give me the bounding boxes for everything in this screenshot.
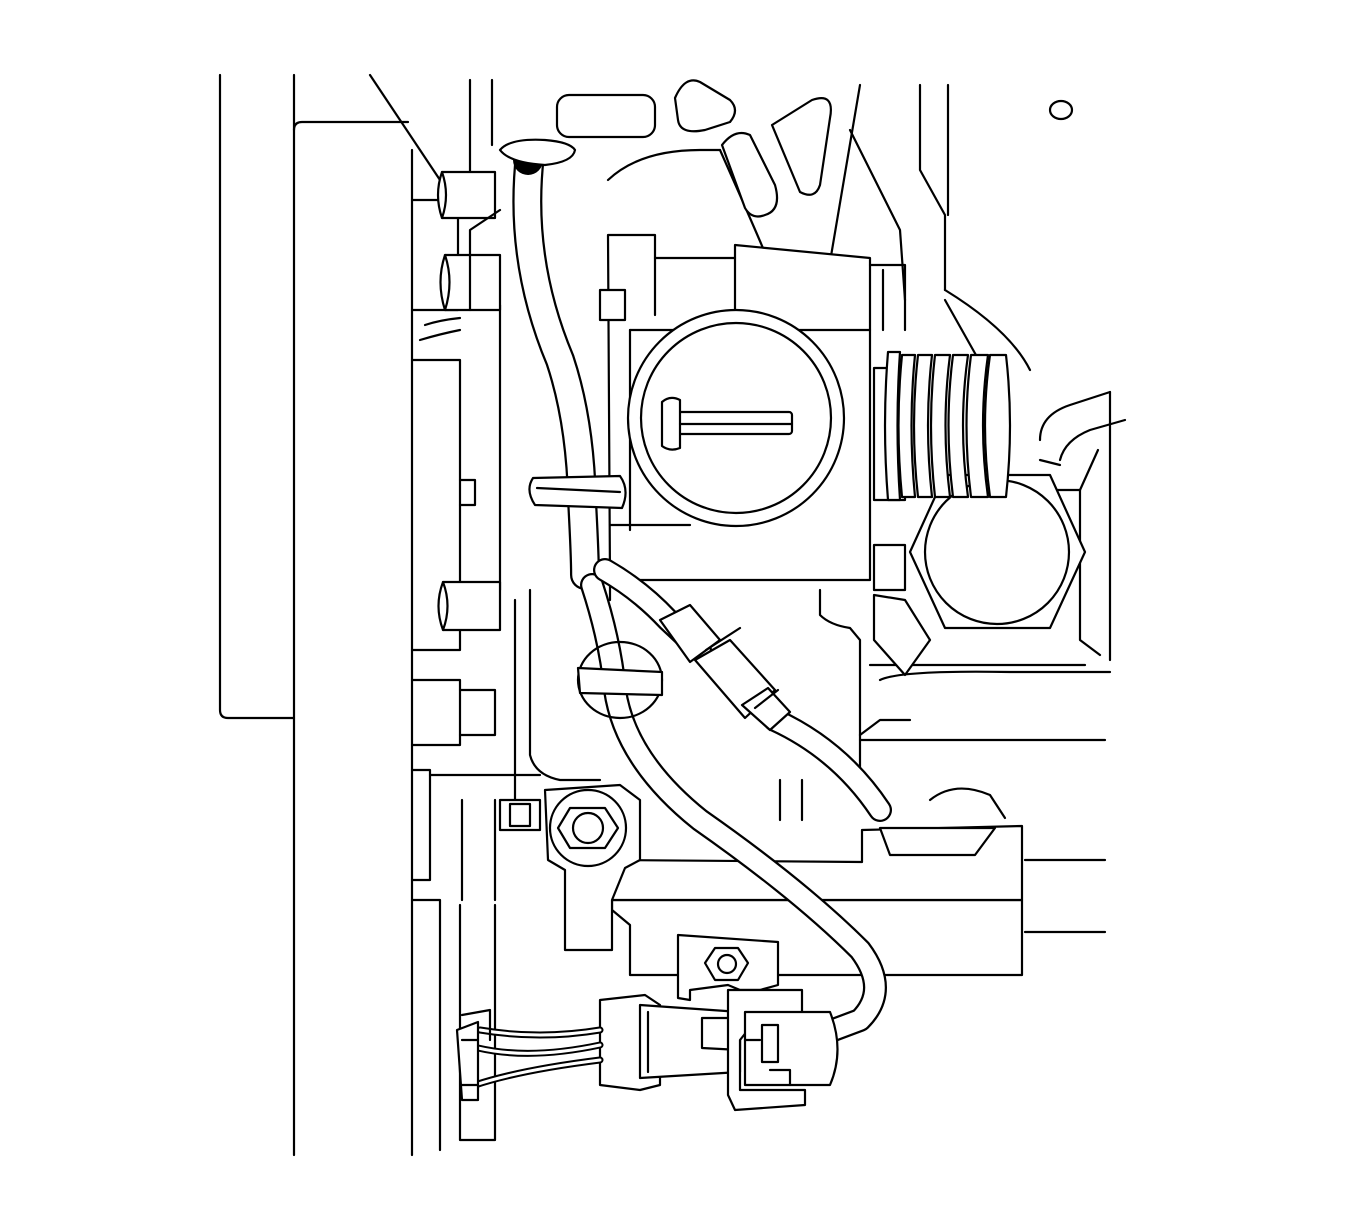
stud-bolt-lower: [437, 580, 502, 632]
electrical-connector: [598, 988, 839, 1112]
left-panel: [218, 73, 494, 1157]
pigtail-wires: [455, 1008, 604, 1102]
brace-slot-3: [720, 131, 779, 218]
hose-end: [498, 138, 577, 167]
throttle-body: [528, 233, 932, 822]
side-tab: [872, 593, 932, 677]
bracket-bolt: [703, 946, 750, 982]
throttle-plate: [660, 396, 794, 451]
brace-slot-4: [770, 97, 832, 196]
mounting-bracket: [498, 783, 1024, 1002]
brace-slot-2: [673, 79, 737, 133]
hex-fitting: [908, 473, 1087, 630]
side-boss-lower: [872, 543, 907, 592]
wiring-harness: [576, 558, 892, 1044]
connector-bracket: [676, 933, 780, 1002]
sensor-connector-inline: [658, 603, 792, 732]
mount-hole: [1048, 99, 1074, 121]
engine-block-left: [410, 170, 542, 1152]
throttle-linkage-spring: [883, 350, 1012, 502]
hose-clamp: [528, 474, 627, 510]
harness-clamp: [576, 640, 664, 720]
stud-bolt-upper: [436, 170, 497, 220]
brace-slot-1: [555, 93, 657, 139]
vacuum-hose: [468, 138, 627, 590]
mounting-bolt: [548, 788, 628, 868]
